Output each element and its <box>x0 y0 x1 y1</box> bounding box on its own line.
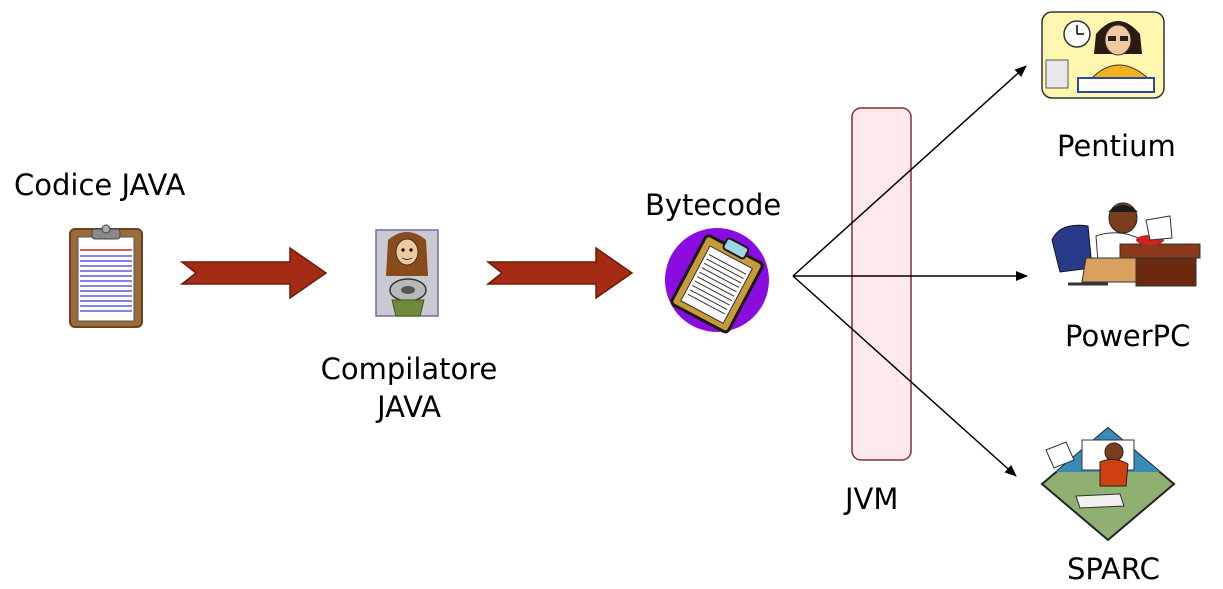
jvm-label: JVM <box>845 482 899 516</box>
compiler-label-line1: Compilatore <box>320 352 498 386</box>
arrow-to-sparc <box>792 275 1017 477</box>
office-desk-icon <box>1040 426 1176 542</box>
sparc-label: SPARC <box>1067 552 1160 586</box>
office-worker-icon <box>1041 11 1165 99</box>
compiler-label-line2: JAVA <box>377 390 441 424</box>
compiler-label: Compilatore JAVA <box>310 350 508 426</box>
distribution-arrows <box>792 65 1028 477</box>
clipboard-icon <box>69 224 143 328</box>
flow-arrow-1 <box>179 246 328 300</box>
arrow-to-pentium <box>792 65 1027 277</box>
clipboard-badge-icon <box>665 228 769 334</box>
businessman-phone-icon <box>1051 202 1201 287</box>
jvm-bar <box>851 107 912 461</box>
source-code-label: Codice JAVA <box>14 168 186 202</box>
flow-arrow-2 <box>485 246 634 300</box>
powerpc-label: PowerPC <box>1065 319 1191 353</box>
caveman-icon <box>375 229 439 317</box>
bytecode-label: Bytecode <box>645 188 782 222</box>
pentium-label: Pentium <box>1057 129 1176 163</box>
